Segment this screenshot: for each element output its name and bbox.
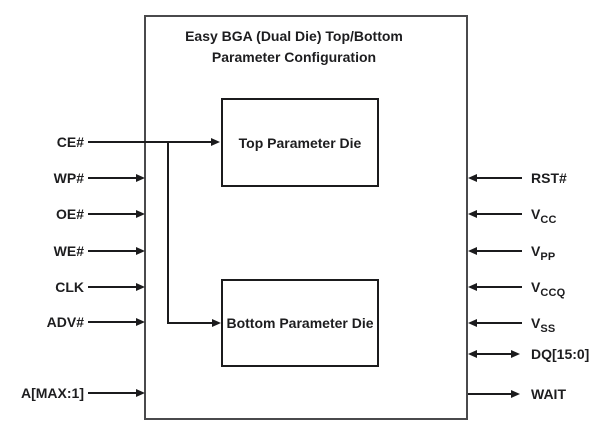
- arrow-right-icon: [211, 138, 220, 146]
- signal-label-oe: OE#: [55, 206, 84, 222]
- signal-line: [477, 250, 522, 252]
- signal-row-wait: WAIT: [0, 384, 604, 404]
- arrow-right-icon: [136, 318, 145, 326]
- signal-row-vpp: VPP: [0, 241, 604, 263]
- signal-label-dq: DQ[15:0]: [531, 344, 589, 364]
- signal-label-base: V: [531, 243, 541, 259]
- signal-label-subscript: SS: [540, 323, 556, 335]
- arrow-left-icon: [468, 174, 477, 182]
- signal-row-ce: CE#: [0, 132, 604, 152]
- signal-label-base: RST#: [531, 170, 567, 186]
- signal-label-we: WE#: [53, 243, 84, 259]
- signal-label-base: DQ[15:0]: [531, 346, 590, 362]
- arrow-right-icon: [511, 390, 520, 398]
- signal-label-ce: CE#: [56, 134, 84, 150]
- signal-label-base: V: [531, 279, 541, 295]
- signal-label-wp: WP#: [53, 170, 84, 186]
- signal-label-rst: RST#: [531, 168, 567, 188]
- arrow-left-icon: [468, 283, 477, 291]
- signal-label-subscript: PP: [540, 251, 556, 263]
- signal-row-amax: A[MAX:1]: [0, 383, 604, 403]
- arrow-left-icon: [468, 319, 477, 327]
- top-parameter-die-block: Top Parameter Die: [221, 98, 379, 187]
- signal-label-wait: WAIT: [531, 384, 566, 404]
- signal-label-subscript: CC: [540, 214, 557, 226]
- signal-line: [88, 250, 136, 252]
- bottom-parameter-die-block: Bottom Parameter Die: [221, 279, 379, 367]
- arrow-right-icon: [136, 247, 145, 255]
- signal-line: [88, 286, 136, 288]
- signal-line: [88, 213, 136, 215]
- ce-branch-vertical-line: [167, 142, 169, 324]
- arrow-right-icon: [136, 389, 145, 397]
- signal-line: [477, 177, 522, 179]
- signal-row-wp: WP#: [0, 168, 604, 188]
- signal-label-vpp: VPP: [531, 241, 556, 263]
- signal-label-vcc: VCC: [531, 204, 557, 226]
- diagram-title: Easy BGA (Dual Die) Top/Bottom Parameter…: [144, 26, 444, 68]
- signal-line: [477, 353, 512, 355]
- signal-label-clk: CLK: [55, 279, 84, 295]
- signal-line: [477, 213, 522, 215]
- signal-row-clk: CLK: [0, 277, 604, 297]
- arrow-left-icon: [468, 210, 477, 218]
- signal-line: [468, 393, 511, 395]
- signal-label-subscript: CCQ: [540, 287, 566, 299]
- arrow-right-icon: [136, 283, 145, 291]
- signal-line: [88, 321, 136, 323]
- signal-row-oe: OE#: [0, 204, 604, 224]
- bottom-parameter-die-label: Bottom Parameter Die: [226, 315, 374, 331]
- signal-label-vccq: VCCQ: [531, 277, 566, 299]
- arrow-right-icon: [136, 174, 145, 182]
- signal-row-dq: DQ[15:0]: [0, 344, 604, 364]
- signal-row-we: WE#: [0, 241, 604, 261]
- signal-label-adv: ADV#: [46, 314, 84, 330]
- top-parameter-die-label: Top Parameter Die: [238, 134, 362, 151]
- diagram-title-line-2: Parameter Configuration: [211, 49, 377, 65]
- signal-line: [88, 392, 136, 394]
- signal-label-vss: VSS: [531, 313, 556, 335]
- signal-label-amax: A[MAX:1]: [21, 385, 84, 401]
- arrow-left-icon: [468, 350, 477, 358]
- signal-row-vcc: VCC: [0, 204, 604, 226]
- arrow-right-icon: [136, 210, 145, 218]
- arrow-left-icon: [468, 247, 477, 255]
- signal-line: [477, 286, 522, 288]
- signal-row-vss: VSS: [0, 313, 604, 335]
- signal-label-base: V: [531, 315, 541, 331]
- signal-line: [477, 322, 522, 324]
- diagram-title-line-1: Easy BGA (Dual Die) Top/Bottom: [185, 28, 403, 44]
- signal-line: [88, 177, 136, 179]
- ce-branch-horizontal-line: [167, 322, 212, 324]
- signal-label-base: V: [531, 206, 541, 222]
- signal-line: [88, 141, 212, 143]
- signal-label-base: WAIT: [531, 386, 566, 402]
- arrow-right-icon: [511, 350, 520, 358]
- signal-row-vccq: VCCQ: [0, 277, 604, 299]
- signal-row-rst: RST#: [0, 168, 604, 188]
- arrow-right-icon: [212, 319, 221, 327]
- signal-row-adv: ADV#: [0, 312, 604, 332]
